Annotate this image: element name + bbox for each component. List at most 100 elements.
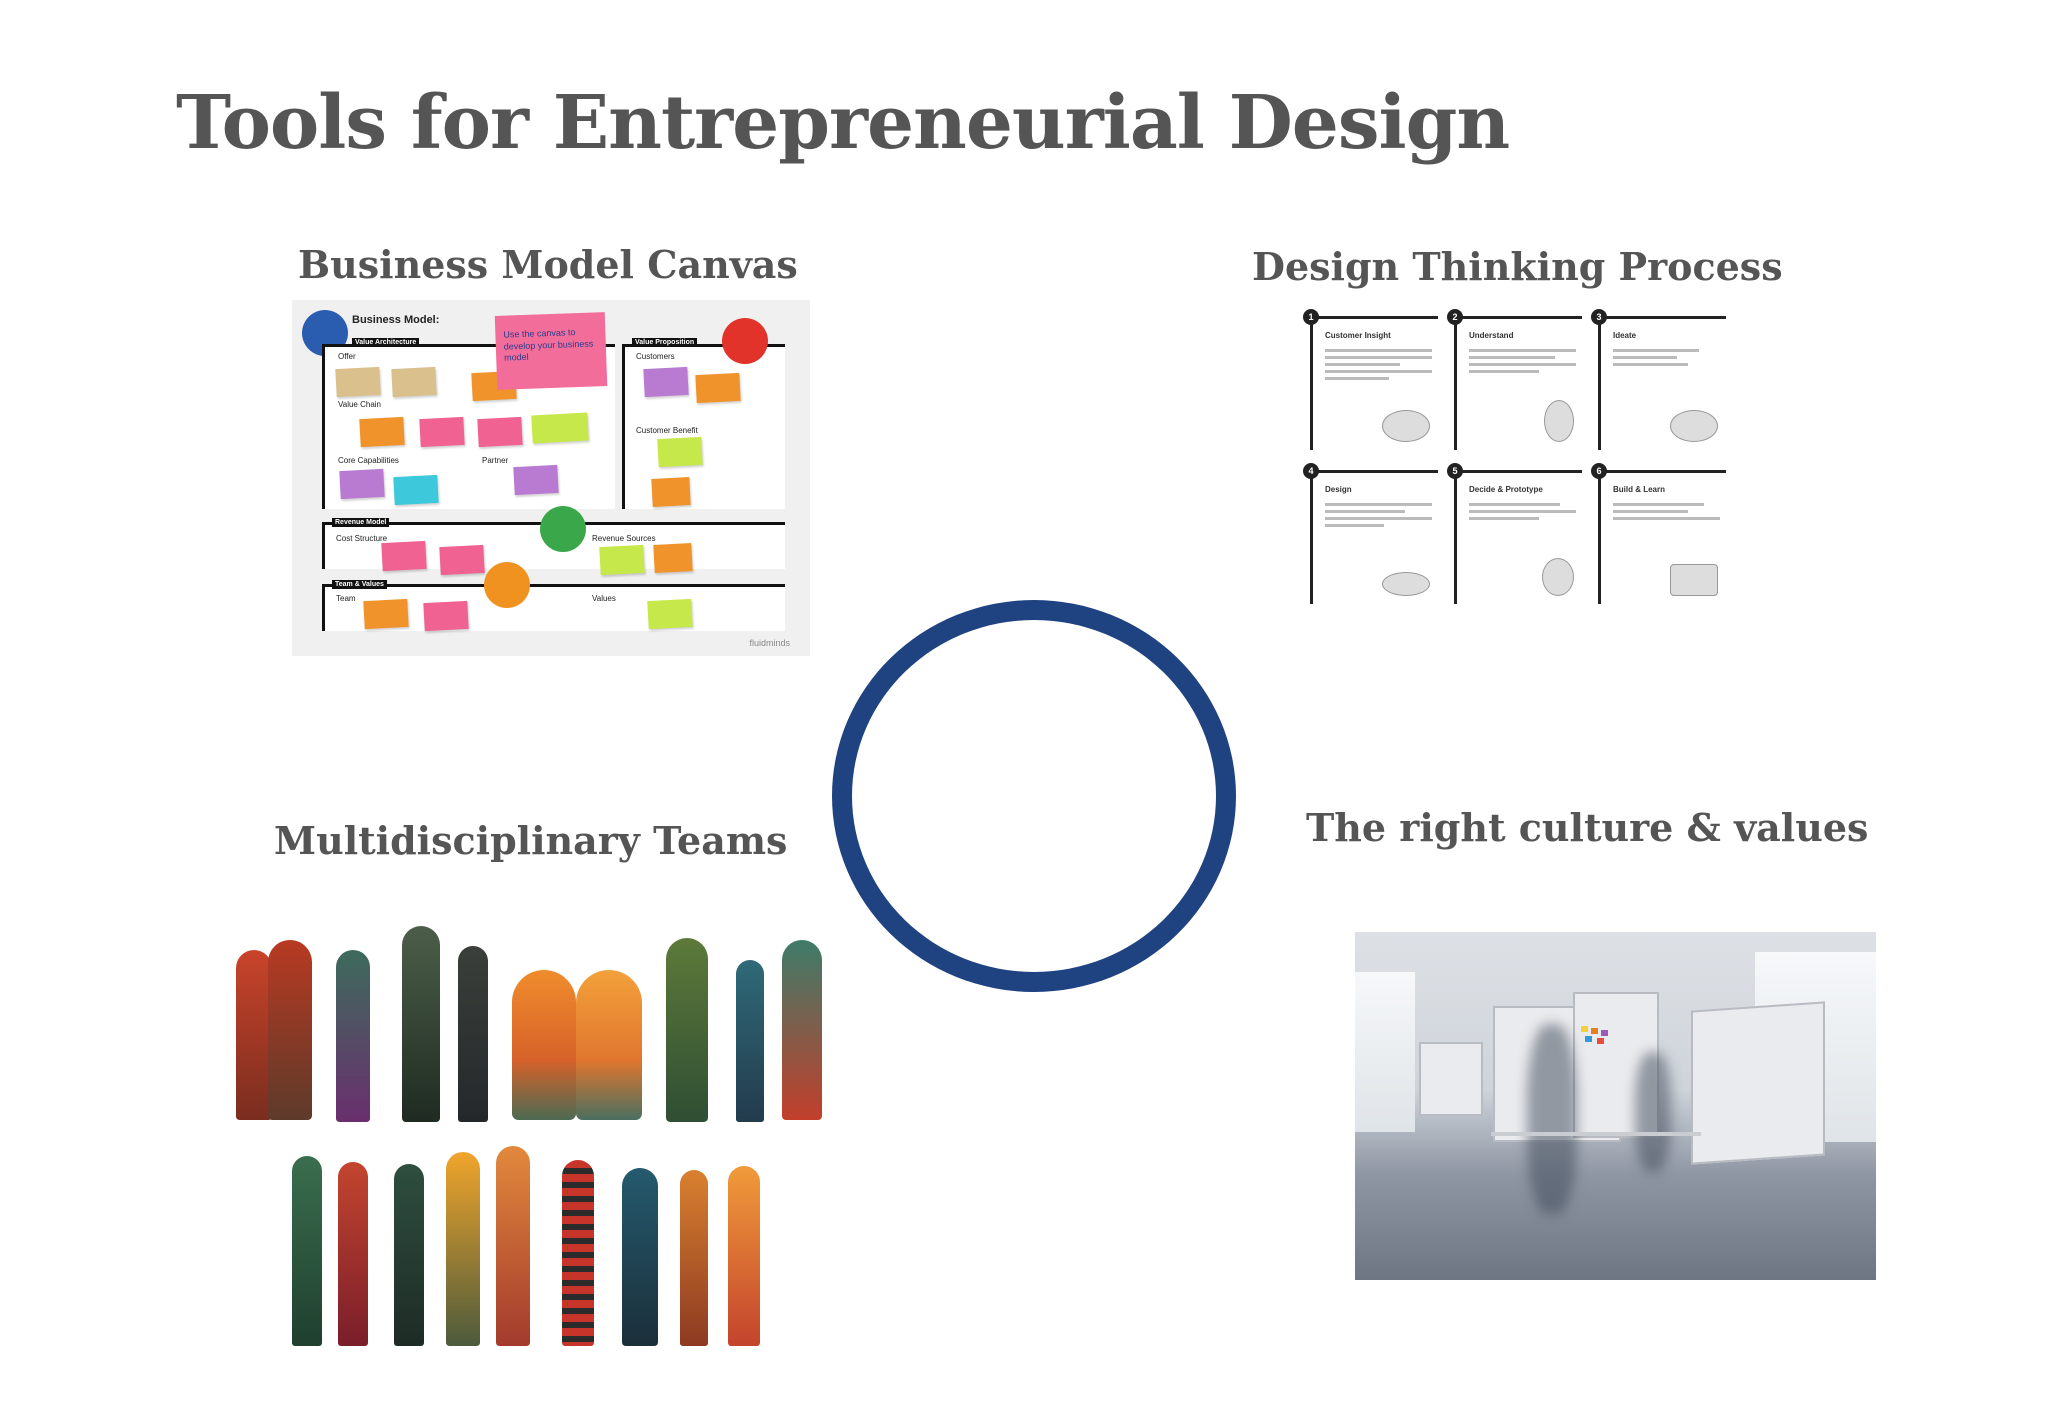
dt-step-number: 6 <box>1591 463 1607 479</box>
sticky-note <box>363 598 409 630</box>
bmc-partner-label: Partner <box>482 456 509 465</box>
photo-sticky-note <box>1581 1026 1588 1032</box>
bmc-proposition-icon <box>722 318 768 364</box>
dt-step-card: 5 Decide & Prototype <box>1447 463 1582 604</box>
sticky-note <box>513 464 559 496</box>
heading-culture-values: The right culture & values <box>1306 805 1869 850</box>
photo-sticky-note <box>1585 1036 1592 1042</box>
bmc-customers-label: Customers <box>636 352 675 361</box>
bmc-value-proposition-tag: Value Proposition <box>632 338 698 347</box>
photo-sticky-note <box>1597 1038 1604 1044</box>
sticky-note <box>439 544 485 576</box>
dt-step-number: 4 <box>1303 463 1319 479</box>
sticky-note <box>335 366 381 398</box>
person-figure <box>268 940 312 1120</box>
heading-business-model-canvas: Business Model Canvas <box>298 242 798 287</box>
heading-multidisciplinary-teams: Multidisciplinary Teams <box>274 818 788 863</box>
bmc-revenue-icon <box>540 506 586 552</box>
person-figure <box>728 1166 760 1346</box>
factory-sketch-icon <box>1670 564 1718 596</box>
dt-step-card: 2 Understand <box>1447 309 1582 450</box>
center-circle <box>832 600 1236 992</box>
person-figure <box>576 970 642 1120</box>
bmc-team-values-tag: Team & Values <box>332 580 387 589</box>
dt-step-title: Decide & Prototype <box>1469 485 1543 494</box>
sticky-note <box>599 544 645 576</box>
photo-table <box>1491 1132 1701 1136</box>
business-model-canvas-image[interactable]: Business Model: Value Architecture Offer… <box>292 300 810 656</box>
bmc-team-label: Team <box>336 594 356 603</box>
dt-step-title: Customer Insight <box>1325 331 1391 340</box>
dt-step-card: 6 Build & Learn <box>1591 463 1726 604</box>
person-figure <box>782 940 822 1120</box>
person-figure <box>458 946 488 1122</box>
person-figure <box>680 1170 708 1346</box>
photo-window <box>1355 972 1415 1132</box>
dt-step-card: 3 Ideate <box>1591 309 1726 450</box>
person-figure <box>336 950 370 1122</box>
sticky-note <box>419 416 465 448</box>
photo-sticky-note <box>1601 1030 1608 1036</box>
bmc-heading: Business Model: <box>352 314 440 326</box>
photo-person-blur <box>1527 1024 1577 1214</box>
dt-step-title: Understand <box>1469 331 1514 340</box>
dt-step-title: Design <box>1325 485 1352 494</box>
dt-step-title: Ideate <box>1613 331 1637 340</box>
person-figure <box>622 1168 658 1346</box>
dt-step-number: 3 <box>1591 309 1607 325</box>
sticky-note <box>381 540 427 572</box>
ear-sketch-icon <box>1544 400 1574 442</box>
dt-step-card: 4 Design <box>1303 463 1438 604</box>
bmc-customer-benefit-label: Customer Benefit <box>636 426 698 435</box>
brain-sketch-icon <box>1670 410 1718 442</box>
person-figure <box>292 1156 322 1346</box>
bmc-value-architecture-tag: Value Architecture <box>352 338 420 347</box>
slide-title: Tools for Entrepreneurial Design <box>176 80 1510 166</box>
person-figure <box>402 926 440 1122</box>
bmc-team-icon <box>484 562 530 608</box>
bmc-offer-label: Offer <box>338 352 356 361</box>
bmc-cost-structure-label: Cost Structure <box>336 534 388 543</box>
sticky-note <box>647 598 693 630</box>
sticky-note <box>531 412 589 444</box>
person-figure <box>512 970 576 1120</box>
heading-design-thinking-process: Design Thinking Process <box>1252 244 1783 289</box>
design-thinking-process-image[interactable]: 1 Customer Insight 2 Understand 3 Ideate… <box>1294 306 1730 606</box>
bmc-sticky-note-text: Use the canvas to develop your business … <box>494 312 608 390</box>
bmc-value-chain-label: Value Chain <box>338 400 381 409</box>
sticky-note <box>643 366 689 398</box>
sticky-note <box>339 468 385 500</box>
dt-step-number: 1 <box>1303 309 1319 325</box>
dt-step-title: Build & Learn <box>1613 485 1666 494</box>
photo-sticky-note <box>1591 1028 1598 1034</box>
sticky-note <box>653 543 693 573</box>
person-figure <box>736 960 764 1122</box>
person-figure <box>562 1160 594 1346</box>
writing-hand-sketch-icon <box>1382 572 1430 596</box>
sticky-note <box>359 416 405 448</box>
office-workspace-photo[interactable] <box>1355 932 1876 1280</box>
sticky-note <box>651 477 691 507</box>
person-figure <box>236 950 272 1120</box>
sticky-note <box>391 366 437 398</box>
photo-whiteboard <box>1419 1042 1483 1116</box>
bmc-brand-logo: fluidminds <box>749 638 790 648</box>
person-figure <box>446 1152 480 1346</box>
person-figure <box>496 1146 530 1346</box>
sticky-note <box>695 372 741 404</box>
person-figure <box>666 938 708 1122</box>
dt-step-card: 1 Customer Insight <box>1303 309 1438 450</box>
person-figure <box>338 1162 368 1346</box>
bmc-core-capabilities-label: Core Capabilities <box>338 456 399 465</box>
sticky-note <box>477 416 523 448</box>
person-figure <box>394 1164 424 1346</box>
bmc-revenue-sources-label: Revenue Sources <box>592 534 656 543</box>
pointing-hand-sketch-icon <box>1542 558 1574 596</box>
bmc-values-label: Values <box>592 594 616 603</box>
sticky-note <box>423 600 469 632</box>
bmc-revenue-model-tag: Revenue Model <box>332 518 390 527</box>
dt-step-number: 2 <box>1447 309 1463 325</box>
sticky-note <box>393 474 439 506</box>
photo-person-blur <box>1635 1052 1671 1172</box>
multidisciplinary-teams-image[interactable] <box>226 920 846 1350</box>
